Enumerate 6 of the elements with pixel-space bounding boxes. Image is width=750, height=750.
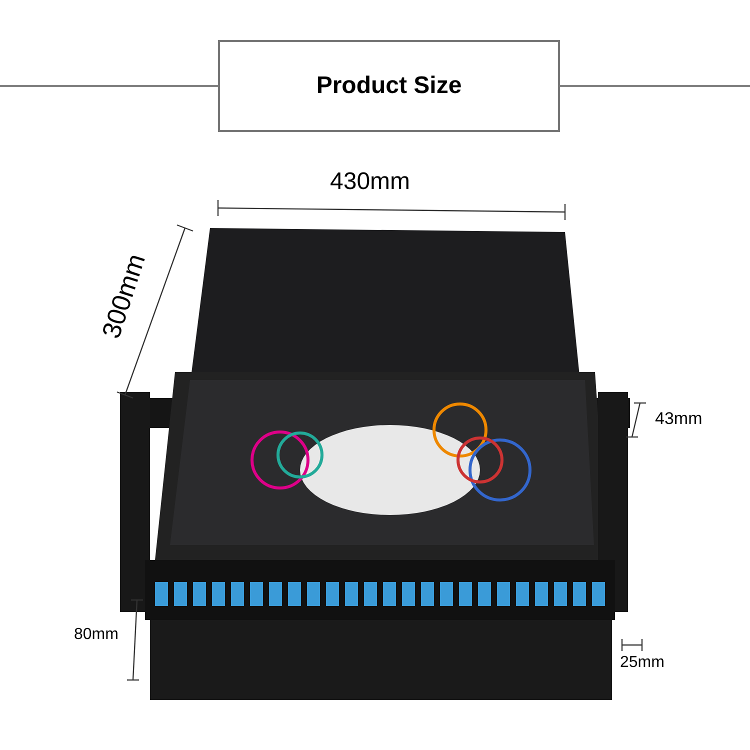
dimension-label: 430mm — [330, 170, 410, 194]
dimension-label: 43mm — [655, 410, 702, 427]
dimension-label: 25mm — [620, 655, 664, 671]
title-box: Product Size — [218, 40, 560, 132]
dimension-label: 300mm — [98, 250, 150, 342]
dimension-label: 80mm — [74, 627, 118, 643]
